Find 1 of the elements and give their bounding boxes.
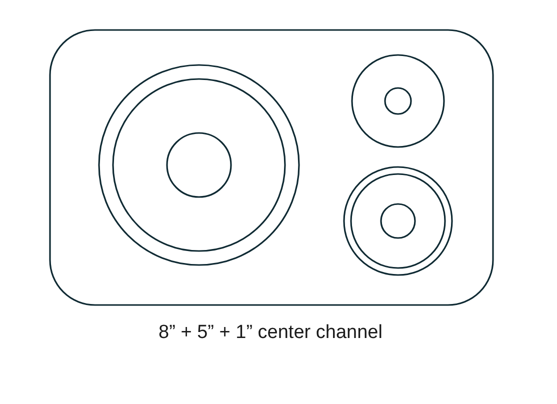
caption: 8” + 5” + 1” center channel	[158, 322, 382, 343]
